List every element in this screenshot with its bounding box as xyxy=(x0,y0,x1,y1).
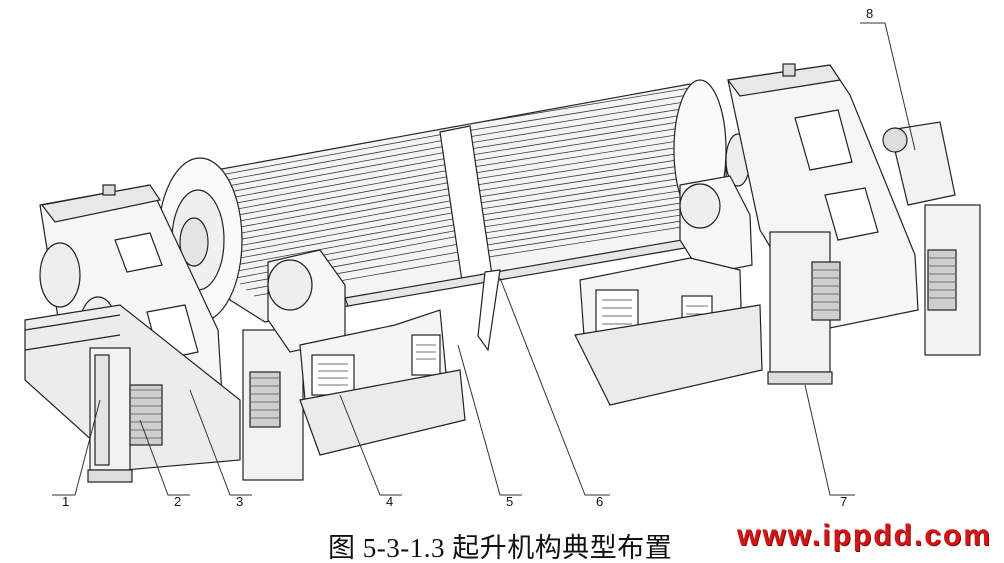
right-brake-7 xyxy=(767,231,841,385)
callout-3: 3 xyxy=(236,494,243,509)
callout-8: 8 xyxy=(866,6,873,21)
watermark: www.ippdd.com xyxy=(737,519,992,552)
figure-caption: 图 5-3-1.3 起升机构典型布置 xyxy=(328,533,673,563)
callout-2: 2 xyxy=(174,494,181,509)
right-bearing-seat xyxy=(679,175,753,276)
right-gearbox xyxy=(726,63,919,331)
right-brake-outer xyxy=(924,204,981,356)
leader-lines xyxy=(52,22,916,496)
right-motor xyxy=(574,257,763,406)
drum-grooves-left xyxy=(214,131,471,297)
middle-brake xyxy=(242,329,304,481)
callout-1: 1 xyxy=(62,494,69,509)
callout-4: 4 xyxy=(386,494,393,509)
left-brake-1 xyxy=(87,347,133,483)
callout-numbers: 1 2 3 4 5 6 7 8 xyxy=(62,6,873,509)
callout-6: 6 xyxy=(596,494,603,509)
callout-7: 7 xyxy=(840,494,847,509)
callout-5: 5 xyxy=(506,494,513,509)
right-motor-box-8 xyxy=(882,121,956,206)
left-motor xyxy=(299,309,466,456)
left-bearing-seat xyxy=(267,249,346,353)
